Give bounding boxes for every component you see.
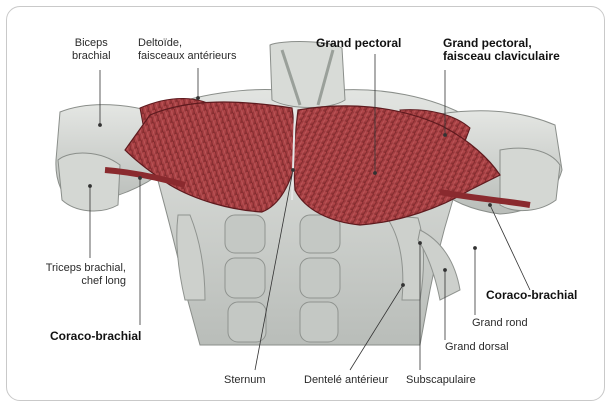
label-deltoide-line2: faisceaux antérieurs: [138, 50, 236, 63]
label-grand-pectoral: Grand pectoral: [316, 37, 401, 50]
label-deltoide-line1: Deltoïde,: [138, 37, 236, 50]
label-biceps: Biceps brachial: [72, 37, 111, 63]
label-biceps-line2: brachial: [72, 50, 111, 63]
leader-coraco-right-dot: [489, 204, 492, 207]
left-forearm-shape: [58, 153, 120, 211]
leader-grand-rond-dot: [474, 247, 477, 250]
leader-coraco-left-dot: [139, 177, 142, 180]
label-triceps-line1: Triceps brachial,: [26, 262, 126, 275]
label-coraco-left: Coraco-brachial: [50, 330, 141, 343]
leader-grand-dorsal-dot: [444, 269, 447, 272]
label-deltoide: Deltoïde, faisceaux antérieurs: [138, 37, 236, 63]
leader-deltoide-dot: [197, 97, 200, 100]
label-grand-dorsal: Grand dorsal: [445, 341, 509, 354]
leader-sternum-dot: [292, 169, 295, 172]
label-biceps-line1: Biceps: [72, 37, 111, 50]
leader-biceps-dot: [99, 124, 102, 127]
label-subscapulaire: Subscapulaire: [406, 374, 476, 387]
left-pectoral-shape: [125, 102, 298, 212]
leader-grand-pectoral-dot: [374, 172, 377, 175]
leader-coraco-right: [490, 205, 530, 290]
label-grand-rond: Grand rond: [472, 317, 528, 330]
label-grand-pectoral-clav: Grand pectoral, faisceau claviculaire: [443, 37, 560, 63]
label-triceps: Triceps brachial, chef long: [26, 262, 126, 288]
leader-subscapulaire-dot: [419, 242, 422, 245]
leader-dentele-dot: [402, 284, 405, 287]
label-dentele: Dentelé antérieur: [304, 374, 388, 387]
label-grand-pectoral-clav-line2: faisceau claviculaire: [443, 50, 560, 63]
leader-grand-pectoral-clav-dot: [444, 134, 447, 137]
leader-triceps-dot: [89, 185, 92, 188]
label-coraco-right: Coraco-brachial: [486, 289, 577, 302]
label-triceps-line2: chef long: [26, 275, 126, 288]
label-sternum: Sternum: [224, 374, 266, 387]
